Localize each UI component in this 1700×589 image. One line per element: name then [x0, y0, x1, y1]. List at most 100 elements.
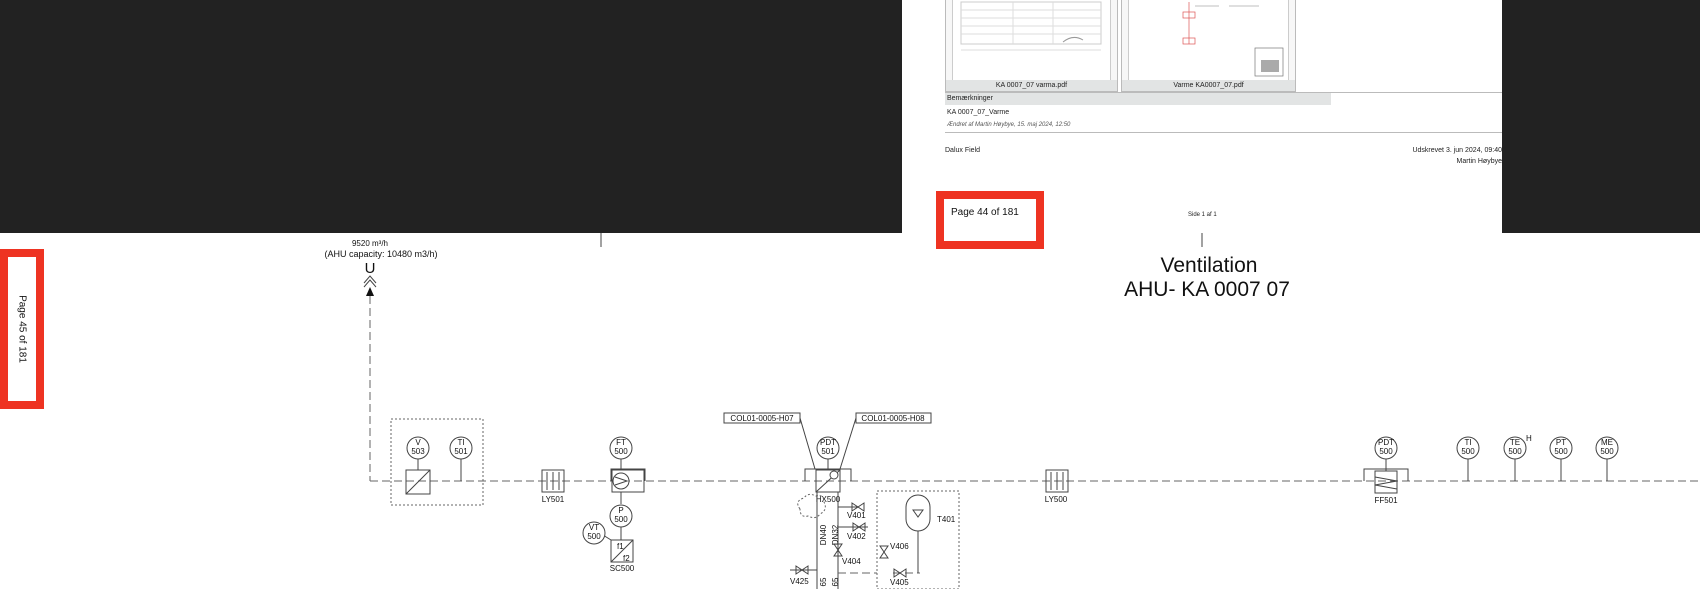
t401-label: T401	[937, 515, 956, 524]
instrument-bottom: 501	[454, 447, 468, 456]
filter-ly501[interactable]	[541, 469, 565, 493]
instrument-bottom: 503	[411, 447, 425, 456]
capacity-label: (AHU capacity: 10480 m3/h)	[324, 249, 437, 259]
instrument-bottom: 500	[1379, 447, 1393, 456]
instrument-top: TI	[457, 438, 464, 447]
hx500-label: HX500	[816, 495, 841, 504]
dn40-label: DN40	[819, 524, 828, 545]
attachment-caption: KA 0007_07 varma.pdf	[946, 80, 1117, 91]
instrument-top: FT	[616, 438, 626, 447]
expansion-tank[interactable]	[905, 494, 931, 573]
leader-line	[799, 417, 816, 470]
valve-icon[interactable]	[795, 565, 809, 575]
d65a-label: 65	[819, 577, 828, 586]
remarks-header: Bemærkninger	[947, 95, 993, 102]
instrument-bottom: 501	[821, 447, 835, 456]
outlet-arrow-icon	[363, 275, 377, 296]
v425-label: V425	[790, 577, 809, 586]
side-number: Side 1 af 1	[1188, 212, 1217, 218]
v406-label: V406	[890, 542, 909, 551]
instrument-top: ME	[1601, 438, 1613, 447]
changed-by: Ændret af Martin Høybye, 15. maj 2024, 1…	[947, 122, 1071, 128]
ly500-label: LY500	[1045, 495, 1068, 504]
app-name: Dalux Field	[945, 147, 981, 154]
f1-label: f1	[617, 542, 624, 551]
instrument-top: V	[415, 438, 421, 447]
attachment-thumbnail[interactable]: KA 0007_07 varma.pdf	[945, 0, 1118, 92]
ventilation-diagram[interactable]: Ventilation AHU- KA 0007 07 9520 m³/h (A…	[0, 233, 1700, 589]
leader-line	[839, 417, 857, 470]
divider	[945, 92, 1502, 93]
instrument-top: PDT	[1378, 438, 1394, 447]
valve-icon[interactable]	[852, 522, 866, 532]
te-suffix: H	[1526, 434, 1532, 443]
attachment-thumbnail[interactable]: Varme KA0007_07.pdf	[1121, 0, 1296, 92]
instrument-bottom: 500	[1554, 447, 1568, 456]
damper-group-frame	[390, 418, 484, 506]
document-preview-icon	[960, 1, 1102, 51]
diagram-title: Ventilation	[1161, 254, 1258, 277]
airflow-label: 9520 m³/h	[352, 239, 388, 248]
instrument-bottom: 500	[587, 532, 601, 541]
pump-cloud	[797, 493, 826, 519]
ly501-label: LY501	[542, 495, 565, 504]
attachment-preview	[952, 0, 1111, 81]
instrument-top: P	[618, 506, 623, 515]
valve-icon[interactable]	[851, 502, 865, 512]
printed-by: Martin Høybye	[1456, 158, 1502, 165]
instrument-bottom: 500	[1461, 447, 1475, 456]
instrument-top: TI	[1464, 438, 1471, 447]
instrument-bottom: 500	[1600, 447, 1614, 456]
f2-label: f2	[623, 554, 630, 563]
instrument-bottom: 500	[1508, 447, 1522, 456]
filter-ly500[interactable]	[1045, 469, 1069, 493]
instrument-bottom: 500	[614, 447, 628, 456]
page-45-label: Page 45 of 181	[16, 295, 28, 363]
drawing-preview-icon	[1182, 2, 1284, 77]
previous-page[interactable]: KA 0007_07 varma.pdf Varme KA0007_07.pdf…	[902, 0, 1502, 233]
tank-group-frame	[876, 490, 960, 589]
sc500-label: SC500	[610, 564, 635, 573]
instrument-top: PDT	[820, 438, 836, 447]
printed-date: Udskrevet 3. jun 2024, 09:40	[1412, 147, 1502, 154]
remark-text: KA 0007_07_Varme	[947, 109, 1010, 116]
fan-unit[interactable]	[610, 468, 646, 493]
page-44-indicator: Page 44 of 181	[936, 191, 1044, 249]
v402-label: V402	[847, 532, 866, 541]
instrument-bottom: 500	[614, 515, 628, 524]
divider	[945, 132, 1502, 133]
valve-icon[interactable]	[879, 545, 889, 559]
ff501-label: FF501	[1374, 496, 1398, 505]
instrument-top: TE	[1510, 438, 1520, 447]
col-tag-right: COL01-0005-H08	[861, 414, 925, 423]
remarks-header-bar	[945, 93, 1331, 105]
page-44-label: Page 44 of 181	[944, 199, 1036, 241]
outlet-letter: U	[365, 260, 376, 277]
instrument-top: VT	[589, 523, 599, 532]
v404-label: V404	[842, 557, 861, 566]
attachment-preview	[1128, 0, 1289, 81]
col-tag-left: COL01-0005-H07	[730, 414, 794, 423]
d65b-label: 65	[831, 577, 840, 586]
valve-icon[interactable]	[833, 543, 843, 557]
instrument-top: PT	[1556, 438, 1566, 447]
v401-label: V401	[847, 511, 866, 520]
valve-icon[interactable]	[893, 568, 907, 578]
page-45-indicator: Page 45 of 181	[0, 249, 44, 409]
attachment-caption: Varme KA0007_07.pdf	[1122, 80, 1295, 91]
main-duct	[369, 296, 1700, 482]
diagram-subtitle: AHU- KA 0007 07	[1124, 278, 1290, 301]
dn32-label: DN32	[831, 524, 840, 545]
v405-label: V405	[890, 578, 909, 587]
